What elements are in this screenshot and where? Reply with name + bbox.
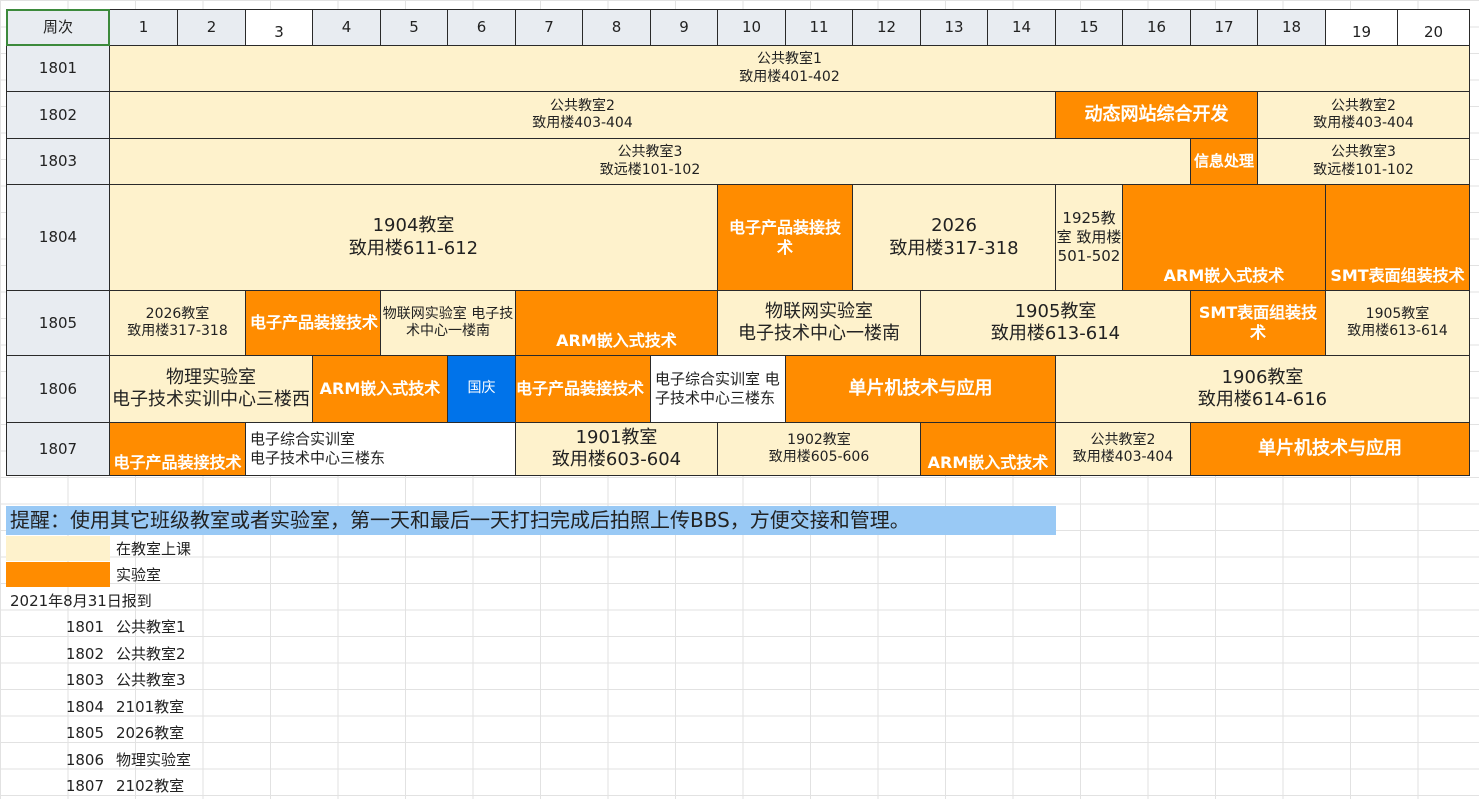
schedule-cell[interactable]: 1904教室 致用楼611-612: [110, 185, 718, 291]
schedule-cell[interactable]: 电子产品装接技术: [246, 291, 381, 356]
row-header-1806[interactable]: 1806: [6, 356, 110, 423]
home-room-name: 物理实验室: [116, 750, 192, 769]
row-header-1807[interactable]: 1807: [6, 423, 110, 476]
schedule-cell[interactable]: SMT表面组装技术: [1191, 291, 1326, 356]
schedule-cell[interactable]: 物理实验室 电子技术实训中心三楼西: [110, 356, 313, 423]
schedule-cell[interactable]: 1906教室 致用楼614-616: [1056, 356, 1470, 423]
schedule-cell[interactable]: 电子产品装接技术: [718, 185, 853, 291]
schedule-cell[interactable]: ARM嵌入式技术: [516, 291, 718, 356]
schedule-cell[interactable]: 物联网实验室 电子技术中心一楼南: [381, 291, 516, 356]
week-header-8[interactable]: 8: [583, 9, 651, 46]
home-room-class: 1801: [65, 618, 104, 636]
home-room-name: 2102教室: [116, 777, 185, 795]
home-room-name: 公共教室3: [116, 671, 186, 689]
home-room-name: 公共教室1: [116, 618, 186, 636]
home-room-class: 1807: [65, 777, 104, 795]
week-header-16[interactable]: 16: [1123, 9, 1191, 46]
report-date: 2021年8月31日报到: [10, 592, 152, 610]
schedule-cell[interactable]: SMT表面组装技术: [1326, 185, 1470, 291]
week-header-10[interactable]: 10: [718, 9, 786, 46]
week-header-14[interactable]: 14: [988, 9, 1056, 46]
week-header-6[interactable]: 6: [448, 9, 516, 46]
schedule-cell[interactable]: 电子产品装接技术: [110, 423, 246, 476]
row-header-1801[interactable]: 1801: [6, 46, 110, 92]
schedule-cell[interactable]: 电子产品装接技术: [516, 356, 651, 423]
reminder-banner: 提醒：使用其它班级教室或者实验室，第一天和最后一天打扫完成后拍照上传BBS，方便…: [6, 506, 1056, 535]
legend-label: 在教室上课: [116, 540, 192, 558]
corner-header-cell[interactable]: 周次: [6, 9, 110, 46]
schedule-cell[interactable]: ARM嵌入式技术: [313, 356, 448, 423]
schedule-cell[interactable]: 2026教室 致用楼317-318: [110, 291, 246, 356]
week-header-19[interactable]: 19: [1326, 9, 1398, 46]
schedule-cell[interactable]: 1901教室 致用楼603-604: [516, 423, 718, 476]
home-room-class: 1803: [65, 671, 104, 689]
schedule-cell[interactable]: 信息处理: [1191, 139, 1258, 185]
schedule-cell[interactable]: 公共教室3 致远楼101-102: [1258, 139, 1470, 185]
schedule-cell[interactable]: 物联网实验室 电子技术中心一楼南: [718, 291, 921, 356]
week-header-1[interactable]: 1: [110, 9, 178, 46]
schedule-cell[interactable]: 电子综合实训室 电子技术中心三楼东: [246, 423, 516, 476]
row-header-1802[interactable]: 1802: [6, 92, 110, 139]
schedule-cell[interactable]: 电子综合实训室 电子技术中心三楼东: [651, 356, 786, 423]
legend-swatch-orange: [6, 562, 110, 587]
schedule-cell[interactable]: 公共教室2 致用楼403-404: [1056, 423, 1191, 476]
home-room-class: 1805: [65, 724, 104, 742]
schedule-cell[interactable]: 1925教室 致用楼501-502: [1056, 185, 1123, 291]
week-header-3[interactable]: 3: [246, 9, 313, 46]
schedule-cell[interactable]: 2026 致用楼317-318: [853, 185, 1056, 291]
row-header-1804[interactable]: 1804: [6, 185, 110, 291]
home-room-name: 公共教室2: [116, 644, 186, 663]
home-room-name: 2101教室: [116, 697, 185, 716]
legend-swatch-cream: [6, 536, 110, 561]
row-header-1805[interactable]: 1805: [6, 291, 110, 356]
schedule-cell[interactable]: 公共教室1 致用楼401-402: [110, 46, 1470, 92]
schedule-cell[interactable]: 单片机技术与应用: [786, 356, 1056, 423]
schedule-cell[interactable]: ARM嵌入式技术: [1123, 185, 1326, 291]
week-header-11[interactable]: 11: [786, 9, 853, 46]
week-header-7[interactable]: 7: [516, 9, 583, 46]
schedule-cell[interactable]: 1902教室 致用楼605-606: [718, 423, 921, 476]
week-header-9[interactable]: 9: [651, 9, 718, 46]
week-header-15[interactable]: 15: [1056, 9, 1123, 46]
legend-label: 实验室: [116, 566, 162, 584]
week-header-18[interactable]: 18: [1258, 9, 1326, 46]
home-room-name: 2026教室: [116, 724, 185, 742]
week-header-5[interactable]: 5: [381, 9, 448, 46]
schedule-cell[interactable]: 1905教室 致用楼613-614: [1326, 291, 1470, 356]
schedule-cell[interactable]: ARM嵌入式技术: [921, 423, 1056, 476]
week-header-4[interactable]: 4: [313, 9, 381, 46]
row-header-1803[interactable]: 1803: [6, 139, 110, 185]
schedule-cell[interactable]: 国庆: [448, 356, 516, 423]
week-header-20[interactable]: 20: [1398, 9, 1470, 46]
schedule-cell[interactable]: 公共教室2 致用楼403-404: [1258, 92, 1470, 139]
week-header-12[interactable]: 12: [853, 9, 921, 46]
schedule-cell[interactable]: 公共教室2 致用楼403-404: [110, 92, 1056, 139]
home-room-class: 1802: [65, 644, 104, 663]
home-room-class: 1804: [65, 697, 104, 716]
schedule-cell[interactable]: 1905教室 致用楼613-614: [921, 291, 1191, 356]
schedule-cell[interactable]: 单片机技术与应用: [1191, 423, 1470, 476]
schedule-cell[interactable]: 公共教室3 致远楼101-102: [110, 139, 1191, 185]
schedule-cell[interactable]: 动态网站综合开发: [1056, 92, 1258, 139]
home-room-class: 1806: [65, 750, 104, 769]
week-header-2[interactable]: 2: [178, 9, 246, 46]
week-header-17[interactable]: 17: [1191, 9, 1258, 46]
week-header-13[interactable]: 13: [921, 9, 988, 46]
